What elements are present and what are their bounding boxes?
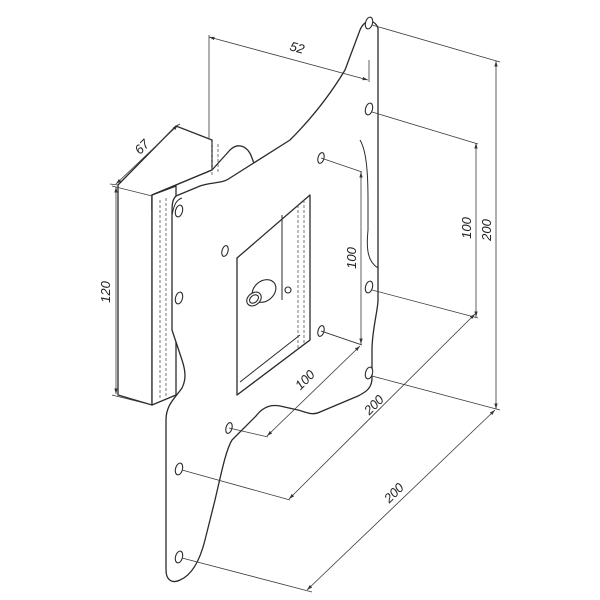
dimension-100-right-vertical: 100: [371, 111, 479, 319]
svg-text:120: 120: [98, 280, 113, 302]
svg-text:200: 200: [479, 218, 494, 241]
svg-text:100: 100: [344, 246, 359, 268]
svg-text:200: 200: [360, 391, 387, 418]
svg-text:200: 200: [380, 479, 407, 506]
dimension-120: 120: [98, 185, 153, 406]
dimension-52: 52: [208, 35, 370, 138]
svg-text:100: 100: [459, 216, 474, 238]
svg-text:52: 52: [288, 39, 307, 57]
